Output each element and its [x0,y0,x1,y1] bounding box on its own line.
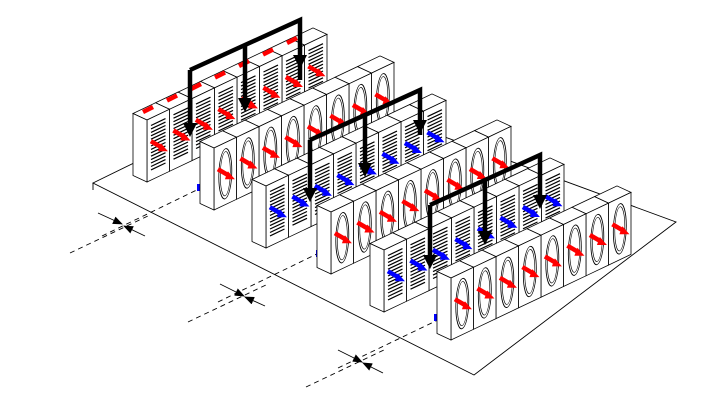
airflow-arrowhead [269,149,280,158]
airflow-arrowhead [411,145,422,153]
underfloor-supply-paths [69,185,443,388]
airflow-arrowhead [506,279,517,288]
hot-air-arrow [189,81,203,92]
airflow-arrowhead [394,273,405,282]
server-cabinet [451,130,490,211]
server-cabinet [526,217,565,298]
airflow-arrowhead [224,171,235,180]
airflow-arrowhead [202,121,213,130]
airflow-arrowhead [409,203,420,212]
server-cabinet [132,102,171,183]
server-cabinet [391,221,430,302]
airflow-arrowhead [619,226,630,235]
rack-row-6 [436,185,632,341]
airflow-arrowhead [157,143,168,152]
return-duct-2 [303,86,427,202]
airflow-arrowhead [484,290,495,299]
hot-air-arrow [261,47,275,57]
airflow-arrowhead [552,198,563,207]
server-cabinet [571,196,610,277]
hot-air-arrow [285,35,299,46]
hot-air-arrow [165,93,179,103]
rack-rows [132,27,632,341]
hot-air-arrow [213,70,227,80]
airflow-arrowhead [439,251,450,260]
server-cabinet [481,238,520,320]
airflow-arrowhead [364,224,375,233]
server-cabinet [593,185,632,266]
server-cabinet [369,232,408,313]
airflow-arrowhead [270,89,281,98]
airflow-arrowhead [551,258,562,267]
top-hot-exhaust-arrows [141,35,299,115]
airflow-arrowhead [386,213,397,222]
airflow-arrowhead [341,235,352,244]
hot-air-arrow [141,104,155,115]
airflow-arrowhead [292,139,303,148]
server-cabinet [436,260,475,341]
airflow-arrowhead [292,79,303,87]
airflow-arrowhead [299,198,310,207]
airflow-arrowhead [476,171,487,179]
airflow-arrowhead [315,68,326,77]
airflow-arrowhead [247,160,258,169]
airflow-arrowhead [499,160,510,169]
server-cabinet [316,194,355,275]
airflow-arrowhead [596,237,607,245]
supply-path-2 [187,249,326,323]
server-cabinet [251,168,290,249]
airflow-arrowhead [225,111,236,120]
return-duct-1 [183,16,307,137]
airflow-arrowhead [276,209,287,218]
supply-path-3 [305,317,443,388]
airflow-arrowhead [321,187,332,196]
airflow-arrowhead [462,241,473,250]
airflow-arrowhead [389,155,400,164]
airflow-arrowhead [507,219,518,228]
airflow-arrowhead [529,209,540,217]
return-duct-3 [423,151,547,269]
airflow-arrowhead [344,177,355,186]
server-cabinet [273,157,312,238]
server-cabinet [199,130,238,211]
airflow-arrowhead [434,134,445,143]
overhead-return-ducts [183,16,547,269]
airflow-arrowhead [529,269,540,278]
airflow-arrowhead [454,181,465,190]
supply-path-1 [69,185,206,254]
airflow-arrowhead [574,247,585,256]
server-cabinet [503,228,542,309]
airflow-arrowhead [461,301,472,310]
